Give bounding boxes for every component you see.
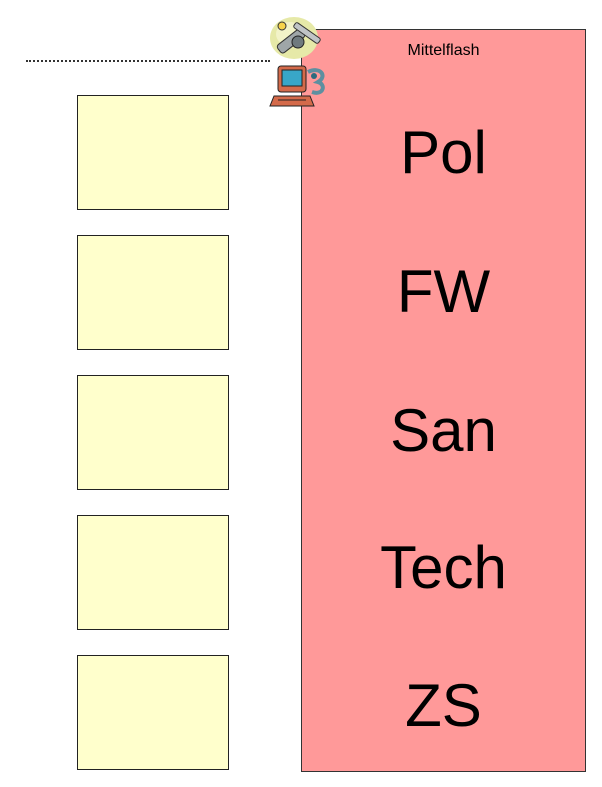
panel-label-zs: ZS	[405, 672, 482, 739]
tools-clipart-icon	[270, 17, 321, 59]
yellow-box-1	[77, 95, 229, 210]
panel-label-fw: FW	[396, 258, 491, 325]
panel-title: Mittelflash	[407, 42, 480, 59]
panel-label-tech: Tech	[380, 534, 507, 601]
computer-clipart-icon	[269, 65, 325, 107]
yellow-box-2	[77, 235, 229, 350]
panel-label-pol: Pol	[400, 119, 487, 186]
dotted-line	[26, 60, 270, 62]
yellow-box-3	[77, 375, 229, 490]
panel-label-san: San	[390, 397, 497, 464]
yellow-box-4	[77, 515, 229, 630]
mittelflash-panel: Mittelflash Pol FW San Tech ZS	[301, 29, 586, 772]
clipart-icons	[268, 14, 328, 112]
yellow-box-5	[77, 655, 229, 770]
